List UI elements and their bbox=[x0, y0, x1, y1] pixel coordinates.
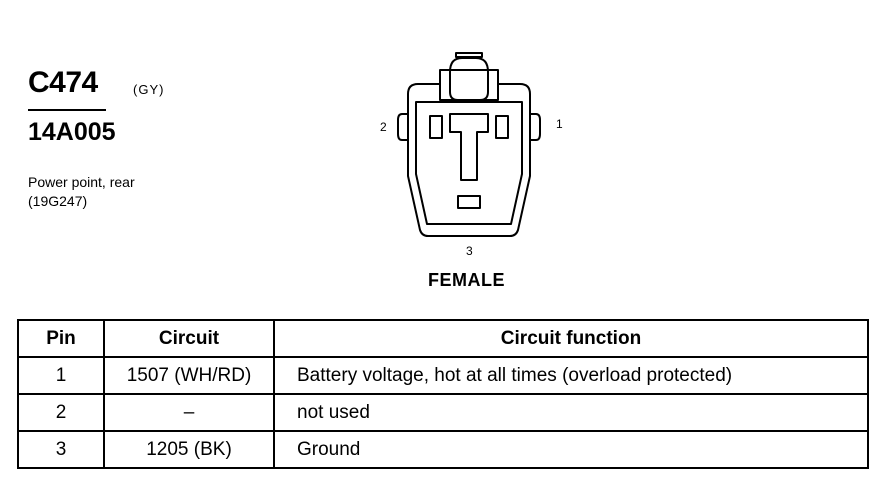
connector-id: C474 bbox=[28, 66, 98, 99]
function-cell: not used bbox=[273, 393, 869, 432]
column-header-circuit: Circuit bbox=[103, 319, 275, 358]
connector-description: Power point, rear (19G247) bbox=[28, 173, 135, 211]
column-header-function: Circuit function bbox=[273, 319, 869, 358]
pin-cell: 2 bbox=[17, 393, 105, 432]
table-row: 2 – not used bbox=[17, 393, 869, 432]
connector-gender-label: FEMALE bbox=[428, 270, 505, 290]
column-header-pin: Pin bbox=[17, 319, 105, 358]
description-line-2: (19G247) bbox=[28, 193, 88, 209]
pin-label-1: 1 bbox=[556, 117, 563, 131]
connector-latch bbox=[455, 52, 483, 58]
circuit-cell: – bbox=[103, 393, 275, 432]
connector-color: (GY) bbox=[133, 82, 165, 97]
circuit-cell: 1205 (BK) bbox=[103, 430, 275, 469]
pin-label-2: 2 bbox=[380, 120, 387, 134]
pin-3-terminal bbox=[457, 195, 481, 209]
pin-2-terminal bbox=[429, 115, 443, 139]
pin-label-3: 3 bbox=[466, 244, 473, 258]
pin-cell: 1 bbox=[17, 356, 105, 395]
right-side-tab bbox=[530, 113, 541, 141]
function-cell: Battery voltage, hot at all times (overl… bbox=[273, 356, 869, 395]
description-line-1: Power point, rear bbox=[28, 174, 135, 190]
connector-face-diagram: 2 1 3 bbox=[380, 52, 563, 258]
part-number: 14A005 bbox=[28, 118, 116, 146]
pin-cell: 3 bbox=[17, 430, 105, 469]
table-header-row: Pin Circuit Circuit function bbox=[17, 319, 869, 358]
circuit-cell: 1507 (WH/RD) bbox=[103, 356, 275, 395]
left-side-tab bbox=[397, 113, 408, 141]
table-row: 3 1205 (BK) Ground bbox=[17, 430, 869, 469]
connector-housing bbox=[407, 83, 531, 237]
function-cell: Ground bbox=[273, 430, 869, 469]
center-key bbox=[449, 113, 489, 181]
title-underline bbox=[28, 109, 106, 111]
pinout-table: Pin Circuit Circuit function 1 1507 (WH/… bbox=[17, 319, 869, 469]
table-row: 1 1507 (WH/RD) Battery voltage, hot at a… bbox=[17, 356, 869, 395]
pin-1-terminal bbox=[495, 115, 509, 139]
